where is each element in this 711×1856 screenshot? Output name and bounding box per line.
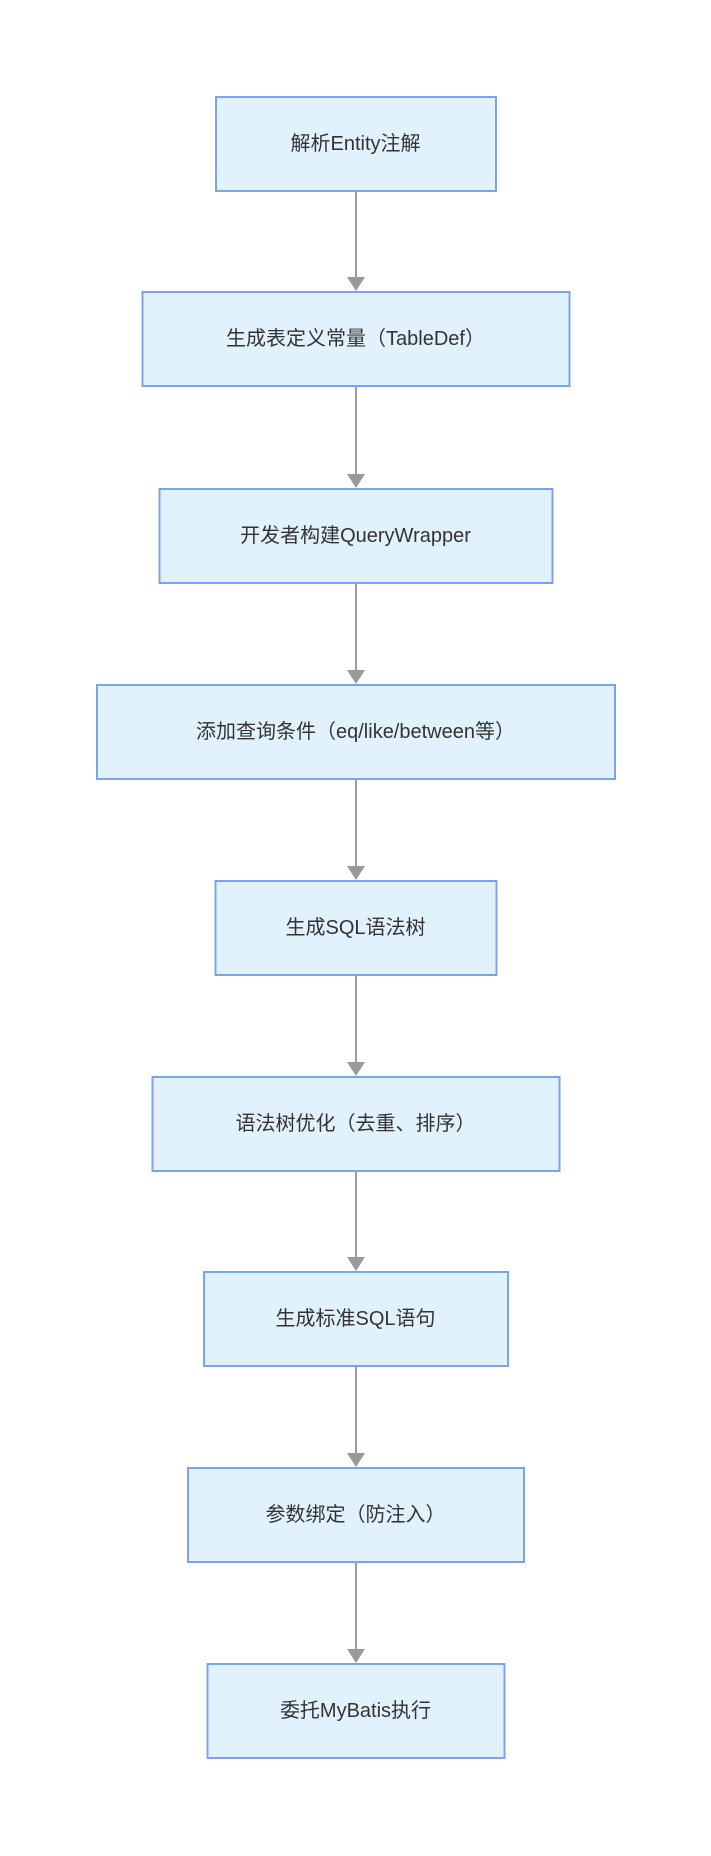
arrow-line <box>354 387 357 474</box>
flow-node-add-conditions: 添加查询条件（eq/like/between等） <box>95 684 616 780</box>
arrow-line <box>354 1367 357 1453</box>
flow-node-label: 参数绑定（防注入） <box>265 1504 446 1526</box>
flow-node-tabledef: 生成表定义常量（TableDef） <box>141 291 570 387</box>
flow-node-label: 开发者构建QueryWrapper <box>240 525 471 547</box>
arrow-line <box>354 780 357 866</box>
arrow-line <box>354 976 357 1062</box>
flow-node-label: 委托MyBatis执行 <box>279 1700 432 1722</box>
arrowhead-down-icon <box>346 474 365 488</box>
flow-arrow-2-3 <box>346 387 365 488</box>
arrow-line <box>354 584 357 670</box>
flow-node-label: 添加查询条件（eq/like/between等） <box>196 721 515 743</box>
arrowhead-down-icon <box>346 277 365 291</box>
arrowhead-down-icon <box>346 1649 365 1663</box>
arrow-line <box>354 1172 357 1257</box>
arrowhead-down-icon <box>346 670 365 684</box>
arrowhead-down-icon <box>346 866 365 880</box>
arrow-line <box>354 192 357 277</box>
flow-node-label: 生成表定义常量（TableDef） <box>226 328 485 350</box>
flow-arrow-5-6 <box>346 976 365 1076</box>
flow-arrow-1-2 <box>346 192 365 291</box>
flow-node-querywrapper: 开发者构建QueryWrapper <box>158 488 553 584</box>
flow-node-param-binding: 参数绑定（防注入） <box>186 1467 525 1563</box>
flow-node-label: 解析Entity注解 <box>290 133 421 155</box>
flow-arrow-4-5 <box>346 780 365 880</box>
flow-node-mybatis-execute: 委托MyBatis执行 <box>206 1663 505 1759</box>
flow-arrow-6-7 <box>346 1172 365 1271</box>
arrowhead-down-icon <box>346 1257 365 1271</box>
flow-node-label: 生成标准SQL语句 <box>275 1308 436 1330</box>
flow-node-label: 语法树优化（去重、排序） <box>235 1113 476 1135</box>
arrowhead-down-icon <box>346 1453 365 1467</box>
flow-arrow-7-8 <box>346 1367 365 1467</box>
arrow-line <box>354 1563 357 1649</box>
flow-node-sql-ast: 生成SQL语法树 <box>214 880 497 976</box>
flow-node-label: 生成SQL语法树 <box>285 917 426 939</box>
flow-arrow-3-4 <box>346 584 365 684</box>
flow-node-parse-entity: 解析Entity注解 <box>214 96 497 192</box>
arrowhead-down-icon <box>346 1062 365 1076</box>
flow-node-standard-sql: 生成标准SQL语句 <box>202 1271 509 1367</box>
flow-arrow-8-9 <box>346 1563 365 1663</box>
flow-node-ast-optimize: 语法树优化（去重、排序） <box>151 1076 560 1172</box>
